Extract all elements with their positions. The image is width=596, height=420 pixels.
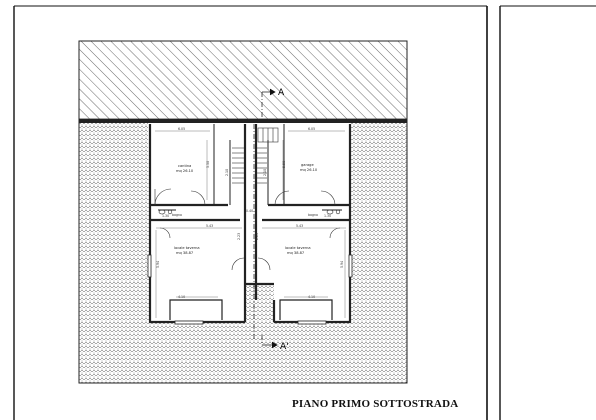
- windows: [147, 254, 353, 325]
- dim-corridor-left: 5.43: [206, 224, 213, 228]
- room-left-garage-name: cantina: [178, 164, 191, 168]
- dim-right-side: 5.94: [340, 261, 344, 268]
- interior-partitions: [158, 124, 342, 211]
- label-left-bathroom: bagno: [172, 213, 182, 217]
- dim-left-side: 5.94: [156, 261, 160, 268]
- dim-left-stair: 2.10: [225, 169, 229, 176]
- door-swings: [154, 188, 341, 271]
- room-right-basement-area: mq 38.87: [287, 251, 304, 255]
- dim-top-left: 6.05: [178, 127, 185, 131]
- dim-left-wc: 1.30: [162, 214, 169, 218]
- room-left-garage-area: mq 26.10: [176, 169, 194, 173]
- room-right-garage-area: mq 26.10: [300, 168, 318, 172]
- dimension-lines: [155, 130, 346, 318]
- bay-inset: [169, 299, 333, 320]
- room-right-garage-name: garage: [301, 163, 314, 167]
- dim-right-garage-depth: 5.50: [282, 161, 286, 168]
- dim-right-stair: 2.10: [263, 169, 267, 176]
- dim-left-bottom: 4.10: [178, 295, 185, 299]
- section-label-a-prime: A': [280, 342, 289, 352]
- section-label-a: A: [278, 88, 285, 98]
- section-line-a: [253, 88, 278, 349]
- room-right-basement-name: locale taverna: [285, 246, 311, 250]
- room-left-basement-area: mq 38.87: [176, 251, 193, 255]
- dim-center: 0.40: [246, 209, 253, 213]
- small-stair-top: [257, 127, 279, 143]
- dim-right-mid: 2.23: [255, 233, 259, 240]
- bathroom-fixtures: [158, 209, 341, 215]
- dim-top-right: 6.05: [308, 127, 315, 131]
- label-right-bathroom: bagno: [308, 213, 318, 217]
- room-left-basement-name: locale taverna: [174, 246, 200, 250]
- drawing-caption: PIANO PRIMO SOTTOSTRADA: [292, 398, 459, 410]
- dim-corridor-right: 5.43: [296, 224, 303, 228]
- retaining-wall: [79, 119, 407, 123]
- central-stair: [232, 147, 267, 184]
- dim-right-bottom: 4.10: [308, 295, 315, 299]
- dim-left-garage-depth: 5.50: [206, 161, 210, 168]
- dim-left-mid: 2.23: [237, 233, 241, 240]
- building-footprint: [148, 122, 350, 322]
- dim-right-wc: 1.30: [324, 214, 331, 218]
- sheet-frame: [13, 5, 596, 420]
- building-walls: [148, 124, 352, 324]
- road-hatch-area: [78, 40, 408, 120]
